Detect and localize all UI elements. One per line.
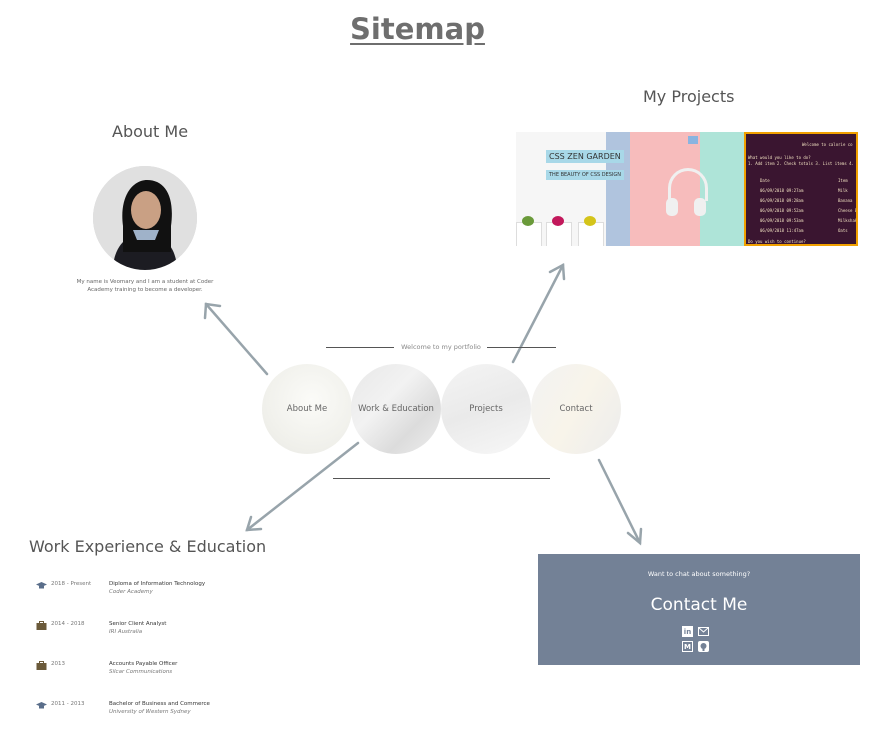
medium-icon[interactable]: M: [682, 641, 693, 652]
briefcase-icon: [36, 661, 47, 670]
project-headphones-thumbnail[interactable]: [630, 132, 744, 246]
graduation-cap-icon: [36, 702, 47, 709]
work-org: Coder Academy: [109, 589, 153, 595]
avatar: [93, 166, 197, 270]
project-calorie-counter-thumbnail[interactable]: Welcome to calorie co What would you lik…: [744, 132, 858, 246]
terminal-header: Welcome to calorie co: [802, 142, 853, 147]
github-icon[interactable]: [698, 641, 709, 652]
arrowhead-projects: [548, 262, 566, 281]
plant-pot: [546, 222, 572, 246]
headphones-cup: [694, 198, 706, 216]
work-dates: 2013: [51, 661, 65, 667]
terminal-col-item: Item: [838, 178, 848, 183]
work-title: Senior Client Analyst: [109, 621, 167, 627]
linkedin-icon[interactable]: in: [682, 626, 693, 637]
nav-contact[interactable]: Contact: [531, 364, 621, 454]
nav-projects[interactable]: Projects: [441, 364, 531, 454]
terminal-row-item: Milk: [838, 188, 848, 193]
work-title: Accounts Payable Officer: [109, 661, 178, 667]
email-icon[interactable]: [698, 626, 709, 637]
divider: [333, 478, 550, 479]
graduation-cap-icon: [36, 582, 47, 589]
arrow-to-work: [245, 441, 360, 532]
contact-title: Contact Me: [650, 595, 748, 615]
plant: [522, 216, 534, 226]
zen-title: CSS ZEN GARDEN: [546, 150, 624, 163]
work-org: Silcar Communications: [109, 669, 173, 675]
zen-subtitle: THE BEAUTY OF CSS DESIGN: [546, 170, 625, 180]
arrowhead-about: [203, 302, 222, 320]
projects-gallery: CSS ZEN GARDEN THE BEAUTY OF CSS DESIGN …: [516, 132, 858, 246]
work-heading: Work Experience & Education: [29, 537, 267, 556]
plant: [552, 216, 564, 226]
terminal-row-date: 06/09/2018 09:53am: [760, 218, 804, 223]
briefcase-icon: [36, 621, 47, 630]
headphones-cup: [666, 198, 678, 216]
terminal-row-date: 06/09/2018 11:47am: [760, 228, 804, 233]
about-text: My name is Veomary and I am a student at…: [76, 279, 214, 293]
terminal-row-item: Banana: [838, 198, 853, 203]
page-title: Sitemap: [350, 12, 485, 46]
work-dates: 2018 - Present: [51, 581, 92, 587]
terminal-footer: Do you wish to continue?: [748, 239, 806, 244]
work-title: Bachelor of Business and Commerce: [109, 701, 210, 707]
divider: [487, 347, 556, 348]
welcome-text: Welcome to my portfolio: [401, 343, 481, 351]
work-title: Diploma of Information Technology: [109, 581, 206, 587]
terminal-row-date: 06/09/2018 09:52am: [760, 208, 804, 213]
about-heading: About Me: [112, 122, 189, 141]
terminal-col-date: Date: [760, 178, 770, 183]
terminal-row-date: 06/09/2018 09:27am: [760, 188, 804, 193]
work-org: University of Western Sydney: [109, 709, 191, 715]
nav-about-me[interactable]: About Me: [262, 364, 352, 454]
projects-heading: My Projects: [643, 87, 735, 106]
terminal-row-item: Milkshak: [838, 218, 858, 223]
work-org: IRI Australia: [109, 629, 143, 635]
divider: [326, 347, 394, 348]
nav-work-education[interactable]: Work & Education: [351, 364, 441, 454]
arrowhead-contact: [626, 527, 643, 546]
project-zen-garden-thumbnail[interactable]: CSS ZEN GARDEN THE BEAUTY OF CSS DESIGN: [516, 132, 630, 246]
contact-panel: Want to chat about something? Contact Me…: [538, 554, 860, 665]
arrow-to-contact: [597, 458, 642, 545]
work-dates: 2011 - 2013: [51, 701, 85, 707]
plant: [584, 216, 596, 226]
headphones-band: [668, 168, 708, 201]
terminal-row-item: Oats: [838, 228, 848, 233]
plant-pot: [578, 222, 604, 246]
arrow-to-projects: [511, 263, 565, 364]
logo-icon: [688, 136, 698, 144]
terminal-row-date: 06/09/2018 09:28am: [760, 198, 804, 203]
terminal-options: 1. Add item 2. Check totals 3. List item…: [748, 161, 854, 166]
work-dates: 2014 - 2018: [51, 621, 85, 627]
contact-prompt: Want to chat about something?: [647, 570, 751, 578]
arrow-to-about: [204, 302, 269, 376]
terminal-prompt: What would you like to do?: [748, 155, 811, 160]
terminal-row-item: Cheese B: [838, 208, 858, 213]
arrowhead-work: [245, 515, 263, 532]
